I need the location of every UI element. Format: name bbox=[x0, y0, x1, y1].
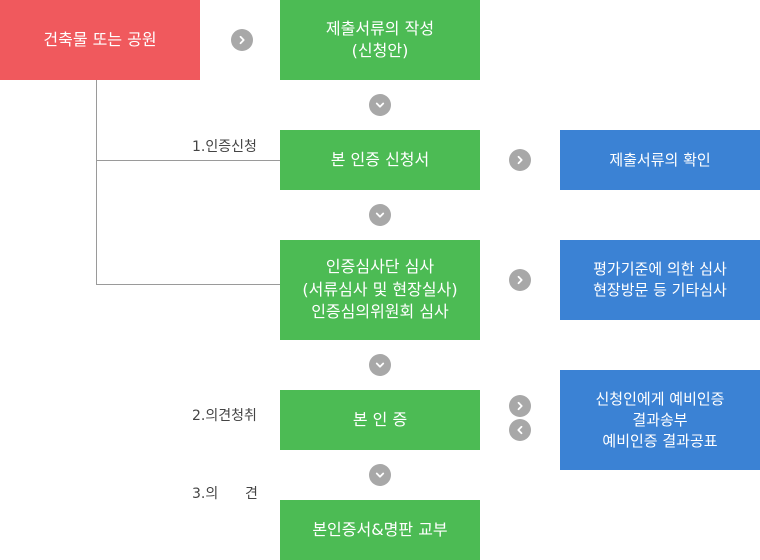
chevron-left-icon bbox=[509, 419, 531, 441]
start-box-label: 건축물 또는 공원 bbox=[43, 29, 157, 49]
step-review-line-2: (서류심사 및 현장실사) bbox=[302, 279, 458, 299]
step-main-certification-line-1: 본 인 증 bbox=[352, 409, 408, 429]
side-evaluation-line-2: 현장방문 등 기타심사 bbox=[593, 281, 727, 299]
step-certification-application-line-1: 본 인증 신청서 bbox=[330, 149, 430, 169]
step-document-preparation-line-2: (신청안) bbox=[351, 41, 409, 60]
side-preliminary-result-line-2: 결과송부 bbox=[632, 410, 688, 429]
step-review-line-1: 인증심사단 심사 bbox=[325, 257, 435, 277]
step-document-preparation-line-1: 제출서류의 작성 bbox=[325, 18, 435, 38]
side-evaluation-line-1: 평가기준에 의한 심사 bbox=[593, 260, 727, 278]
step-review-line-3: 인증심의위원회 심사 bbox=[311, 302, 449, 322]
chevron-down-icon bbox=[369, 204, 391, 226]
chevron-down-icon bbox=[369, 94, 391, 116]
stage-label-application: 1.인증신청 bbox=[192, 139, 257, 155]
chevron-right-icon bbox=[509, 395, 531, 417]
connector-vertical-line bbox=[96, 80, 97, 285]
step-certification-application: 본 인증 신청서 bbox=[280, 130, 480, 190]
side-preliminary-result: 신청인에게 예비인증 결과송부 예비인증 결과공표 bbox=[560, 370, 760, 470]
side-evaluation: 평가기준에 의한 심사 현장방문 등 기타심사 bbox=[560, 240, 760, 320]
chevron-down-icon bbox=[369, 464, 391, 486]
stage-label-opinion: 3.의 견 bbox=[192, 486, 258, 502]
step-document-preparation: 제출서류의 작성 (신청안) bbox=[280, 0, 480, 80]
chevron-down-icon bbox=[369, 354, 391, 376]
step-review: 인증심사단 심사 (서류심사 및 현장실사) 인증심의위원회 심사 bbox=[280, 240, 480, 340]
side-preliminary-result-line-1: 신청인에게 예비인증 bbox=[595, 389, 725, 408]
connector-line-to-application bbox=[96, 160, 280, 161]
step-main-certification: 본 인 증 bbox=[280, 390, 480, 450]
stage-label-opinion-hearing: 2.의견청취 bbox=[192, 408, 257, 424]
start-box: 건축물 또는 공원 bbox=[0, 0, 200, 80]
side-document-check: 제출서류의 확인 bbox=[560, 130, 760, 190]
connector-line-to-review bbox=[96, 284, 280, 285]
chevron-right-icon bbox=[509, 269, 531, 291]
step-certificate-issuance: 본인증서&명판 교부 bbox=[280, 500, 480, 560]
side-document-check-line-1: 제출서류의 확인 bbox=[609, 150, 711, 169]
side-preliminary-result-line-3: 예비인증 결과공표 bbox=[602, 431, 718, 450]
chevron-right-icon bbox=[231, 29, 253, 51]
chevron-right-icon bbox=[509, 149, 531, 171]
step-certificate-issuance-line-1: 본인증서&명판 교부 bbox=[312, 519, 448, 539]
